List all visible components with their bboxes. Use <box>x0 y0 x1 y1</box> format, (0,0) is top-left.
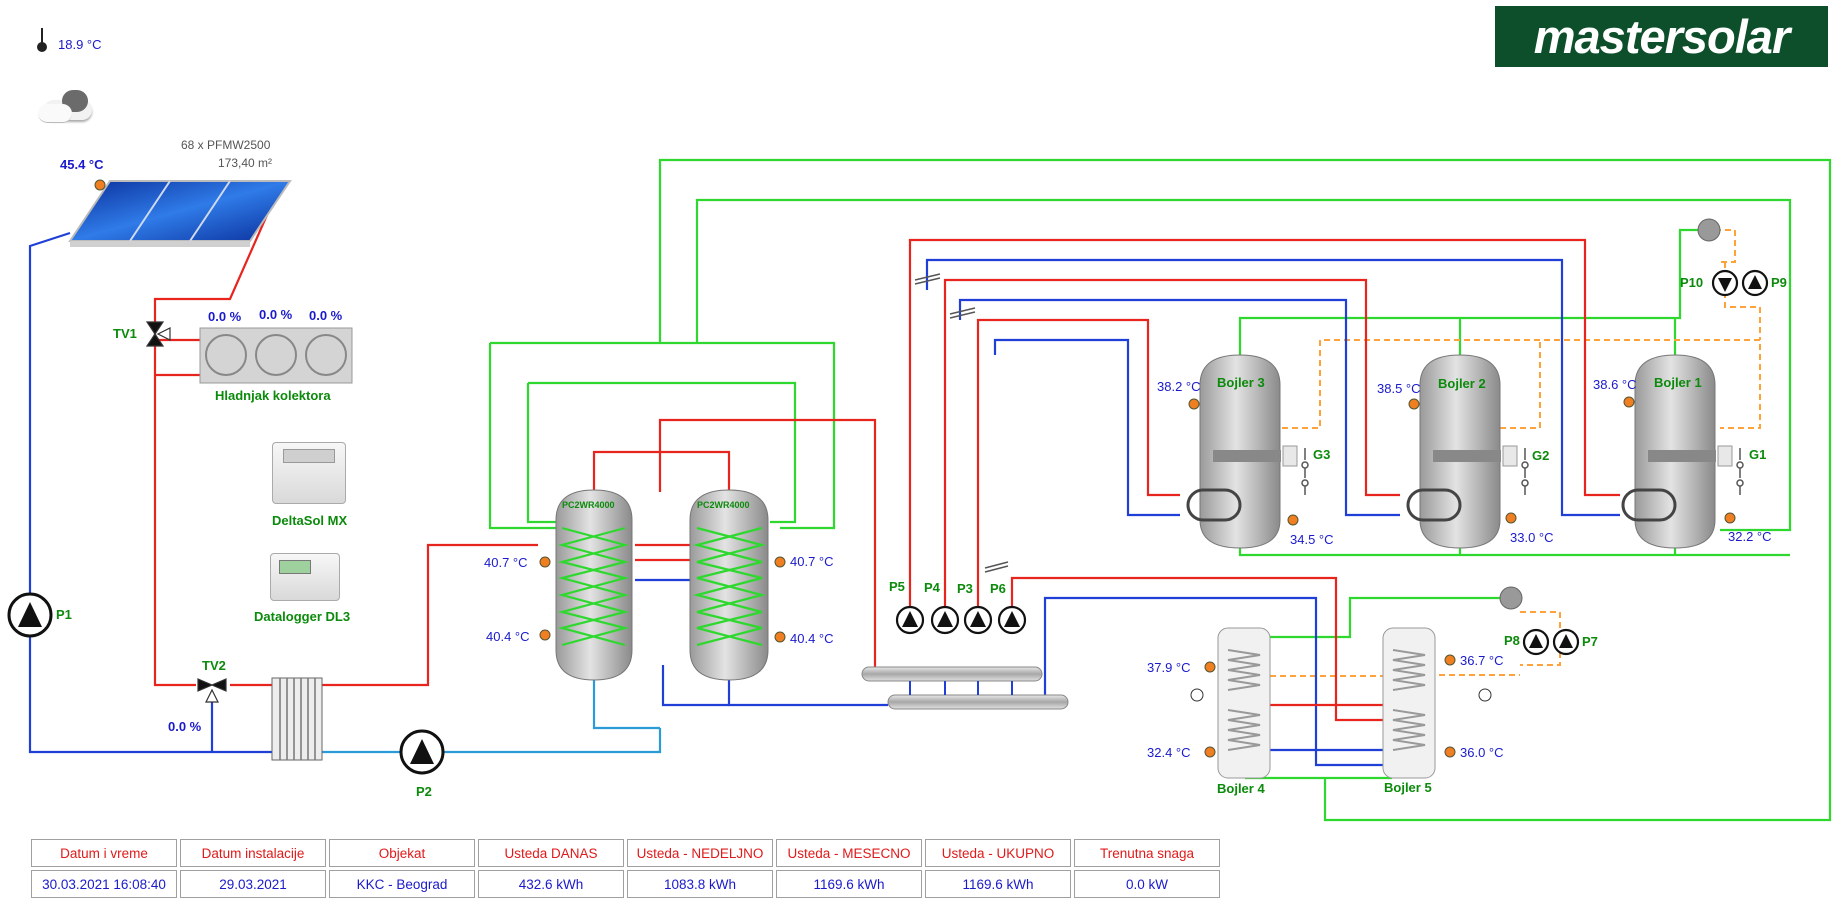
info-value-savings-week: 1083.8 kWh <box>627 870 773 898</box>
boiler1-temp-top: 38.6 °C <box>1593 377 1637 392</box>
cooler-fan1-value: 0.0 % <box>208 309 242 324</box>
pump-p1-label: P1 <box>56 607 72 622</box>
buffer-left-temp-bottom: 40.4 °C <box>486 629 530 644</box>
manifolds <box>861 666 1069 710</box>
expansion-vessels <box>1499 218 1721 610</box>
buffer-tanks <box>555 489 769 681</box>
info-header-savings-today: Usteda DANAS <box>478 839 624 867</box>
boiler3-temp-bottom: 34.5 °C <box>1290 532 1334 547</box>
info-value-savings-total: 1169.6 kWh <box>925 870 1071 898</box>
boiler4-temp-top: 37.9 °C <box>1147 660 1191 675</box>
datalogger-icon <box>270 553 340 601</box>
collector-model: 68 x PFMW2500 <box>181 138 271 152</box>
temperature-sensors <box>94 179 1736 758</box>
domestic-boilers <box>1186 354 1744 549</box>
valve-tv2-value: 0.0 % <box>168 719 202 734</box>
buffer-left-model: PC2WR4000 <box>562 500 615 510</box>
boiler5-temp-top: 36.7 °C <box>1460 653 1504 668</box>
info-table-value-row: 30.03.2021 16:08:40 29.03.2021 KKC - Beo… <box>31 870 1220 898</box>
pumps <box>7 269 1769 775</box>
heat-exchanger <box>271 677 323 761</box>
boiler4-name: Bojler 4 <box>1217 781 1265 796</box>
collector-area: 173,40 m² <box>218 156 273 170</box>
boiler2-temp-bottom: 33.0 °C <box>1510 530 1554 545</box>
pump-p2-label: P2 <box>416 784 432 799</box>
info-value-savings-month: 1169.6 kWh <box>776 870 922 898</box>
pump-p4-label: P4 <box>924 580 940 595</box>
boiler3-temp-top: 38.2 °C <box>1157 379 1201 394</box>
boiler1-heater-label: G1 <box>1749 447 1767 462</box>
pipe-break-marks <box>914 273 1009 573</box>
boiler1-temp-bottom: 32.2 °C <box>1728 529 1772 544</box>
deltasol-label: DeltaSol MX <box>272 513 348 528</box>
deltasol-controller-icon <box>272 442 346 504</box>
cloud-icon <box>38 90 98 123</box>
boiler3-name: Bojler 3 <box>1217 375 1265 390</box>
boiler2-temp-top: 38.5 °C <box>1377 381 1421 396</box>
buffer-right-temp-top: 40.7 °C <box>790 554 834 569</box>
boiler5-name: Bojler 5 <box>1384 780 1432 795</box>
buffer-right-temp-bottom: 40.4 °C <box>790 631 834 646</box>
pump-p5-label: P5 <box>889 579 905 594</box>
pump-p7-label: P7 <box>1582 634 1598 649</box>
pump-p3-label: P3 <box>957 581 973 596</box>
cooler-label: Hladnjak kolektora <box>215 388 331 403</box>
boiler4-temp-bottom: 32.4 °C <box>1147 745 1191 760</box>
info-header-object: Objekat <box>329 839 475 867</box>
info-header-install-date: Datum instalacije <box>180 839 326 867</box>
info-value-object: KKC - Beograd <box>329 870 475 898</box>
info-header-datetime: Datum i vreme <box>31 839 177 867</box>
boiler2-name: Bojler 2 <box>1438 376 1486 391</box>
info-value-savings-today: 432.6 kWh <box>478 870 624 898</box>
valve-tv1-label: TV1 <box>113 326 137 341</box>
info-value-datetime: 30.03.2021 16:08:40 <box>31 870 177 898</box>
small-boilers <box>1190 627 1492 779</box>
pump-p9-label: P9 <box>1771 275 1787 290</box>
info-header-savings-week: Usteda - NEDELJNO <box>627 839 773 867</box>
outdoor-temperature: 18.9 °C <box>58 37 102 52</box>
boiler3-heater-label: G3 <box>1313 447 1331 462</box>
boiler5-temp-bottom: 36.0 °C <box>1460 745 1504 760</box>
collector-temp: 45.4 °C <box>60 157 104 172</box>
pump-p8-label: P8 <box>1504 633 1520 648</box>
three-way-valves <box>145 321 227 703</box>
buffer-right-model: PC2WR4000 <box>697 500 750 510</box>
boiler1-name: Bojler 1 <box>1654 375 1702 390</box>
info-table-header-row: Datum i vreme Datum instalacije Objekat … <box>31 839 1220 867</box>
thermometer-icon <box>37 28 47 52</box>
info-header-savings-month: Usteda - MESECNO <box>776 839 922 867</box>
collector-cooler <box>199 327 353 384</box>
cooler-fan2-value: 0.0 % <box>259 307 293 322</box>
valve-tv2-label: TV2 <box>202 658 226 673</box>
info-header-current-power: Trenutna snaga <box>1074 839 1220 867</box>
info-header-savings-total: Usteda - UKUPNO <box>925 839 1071 867</box>
datalogger-label: Datalogger DL3 <box>254 609 351 624</box>
boiler-supply-pipes <box>908 238 1620 767</box>
info-value-current-power: 0.0 kW <box>1074 870 1220 898</box>
info-value-install-date: 29.03.2021 <box>180 870 326 898</box>
boiler2-heater-label: G2 <box>1532 448 1550 463</box>
buffer-left-temp-top: 40.7 °C <box>484 555 528 570</box>
solar-collector <box>68 180 292 247</box>
pump-p10-label: P10 <box>1680 275 1704 290</box>
company-logo: mastersolar <box>1495 6 1828 67</box>
info-table: Datum i vreme Datum instalacije Objekat … <box>28 836 1223 901</box>
pump-p6-label: P6 <box>990 581 1006 596</box>
collector-circuit <box>28 180 662 754</box>
cooler-fan3-value: 0.0 % <box>309 308 343 323</box>
